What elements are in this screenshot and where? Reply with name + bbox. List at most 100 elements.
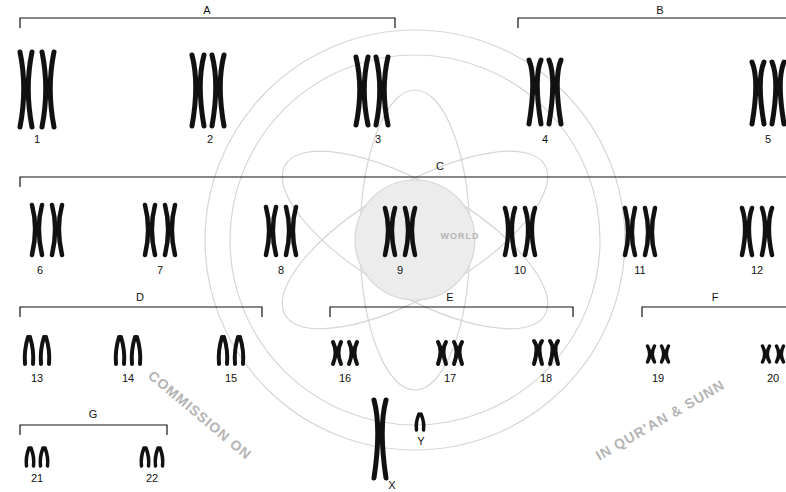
chromatid (286, 207, 289, 255)
chromatid (172, 205, 175, 255)
chromosome-number: 12 (751, 265, 763, 276)
group-letter: C (436, 161, 444, 172)
chromatid (405, 208, 408, 255)
group-bracket (20, 425, 167, 435)
watermark-ring (230, 55, 600, 425)
chromatid (121, 337, 124, 364)
chromosome-number: 6 (37, 265, 43, 276)
chromatid (160, 448, 163, 466)
chromatid (146, 448, 149, 466)
chromatid (752, 62, 756, 124)
chromatid (767, 346, 769, 362)
chromatid (749, 208, 752, 255)
chromatid (537, 60, 541, 124)
chromatid (444, 342, 447, 364)
chromosome-number: X (388, 479, 395, 490)
chromosome-number: 4 (542, 134, 548, 145)
group-letter: A (203, 5, 210, 16)
chromatid (763, 346, 765, 362)
chromatid (356, 57, 360, 125)
chromatid (46, 337, 49, 364)
group-letter: G (89, 409, 98, 420)
group-brackets (20, 18, 786, 435)
watermark-orbit (258, 117, 573, 362)
chromosome-number: 18 (540, 373, 552, 384)
chromatid (557, 60, 561, 124)
chromatid (45, 448, 48, 466)
chromatid (39, 205, 42, 255)
chromatid (165, 205, 168, 255)
chromosome-number: 2 (207, 134, 213, 145)
watermark-ring (205, 30, 625, 450)
chromatid (235, 337, 238, 364)
chromatid (550, 341, 553, 364)
chromatid (525, 208, 528, 255)
group-letter: B (656, 5, 663, 16)
chromatid (382, 400, 386, 478)
chromatid (385, 208, 388, 255)
chromatid (777, 346, 779, 362)
chromatid (240, 337, 243, 364)
chromosome-number: 5 (765, 134, 771, 145)
chromatid (384, 57, 388, 125)
chromatid (556, 341, 559, 364)
chromatid (648, 346, 650, 362)
chromatid (50, 52, 54, 127)
chromatid (374, 400, 378, 478)
chromatid (40, 448, 43, 466)
watermark: COMMISSION ON (146, 368, 254, 462)
chromatid (220, 55, 224, 126)
chromatid (145, 205, 148, 255)
chromosome-number: 17 (444, 373, 456, 384)
chromatid (625, 208, 628, 255)
group-bracket (20, 307, 262, 317)
chromosome-number: Y (417, 436, 424, 447)
chromatid (376, 57, 380, 125)
chromosome-number: 20 (767, 373, 779, 384)
chromatid (421, 414, 424, 430)
chromatid (412, 208, 415, 255)
group-bracket (642, 307, 786, 317)
chromatid (349, 342, 352, 364)
chromatid (666, 346, 668, 362)
chromosome-number: 14 (122, 373, 134, 384)
chromosome-set (20, 52, 784, 478)
chromatid (152, 205, 155, 255)
chromatid (505, 208, 508, 255)
chromatid (364, 57, 368, 125)
chromatid (534, 341, 537, 364)
chromatid (652, 208, 655, 255)
chromatid (454, 342, 457, 364)
chromatid (224, 337, 227, 364)
group-bracket (330, 307, 573, 317)
chromatid (26, 448, 29, 466)
chromatid (219, 337, 222, 364)
chromatid (20, 52, 24, 127)
chromatid (769, 208, 772, 255)
chromatid (652, 346, 654, 362)
chromosome-number: 21 (31, 473, 43, 484)
chromatid (273, 207, 276, 255)
watermark-emblem (205, 30, 625, 450)
chromatid (266, 207, 269, 255)
group-bracket (518, 18, 786, 28)
chromatid (32, 205, 35, 255)
chromatid (438, 342, 441, 364)
watermark: IN QUR'AN & SUNN (593, 377, 727, 462)
watermark: WORLD (441, 232, 480, 241)
chromatid (460, 342, 463, 364)
chromatid (781, 346, 783, 362)
chromosome-number: 7 (157, 265, 163, 276)
chromatid (780, 62, 784, 124)
chromatid (645, 208, 648, 255)
chromosome-number: 10 (514, 265, 526, 276)
chromatid (416, 414, 419, 430)
chromatid (632, 208, 635, 255)
chromatid (25, 337, 28, 364)
group-letter: E (446, 292, 453, 303)
group-letter: F (712, 292, 719, 303)
chromatid (549, 60, 553, 124)
chromosome-number: 9 (397, 265, 403, 276)
chromatid (200, 55, 204, 126)
chromatid (392, 208, 395, 255)
